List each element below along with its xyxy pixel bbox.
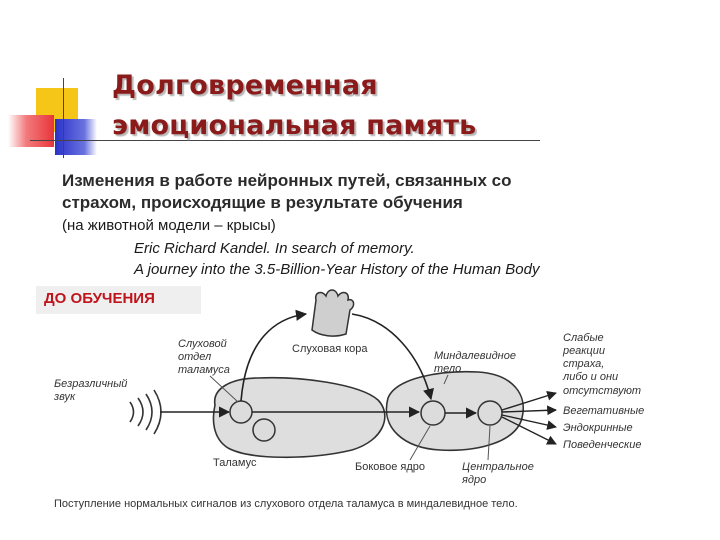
model-note: (на животной модели – крысы)	[62, 217, 276, 234]
reference-line-2: A journey into the 3.5-Billion-Year Hist…	[134, 261, 540, 278]
label-behavioral: Поведенческие	[563, 439, 641, 451]
label-thalamus: Таламус	[213, 457, 257, 469]
leader-amygdala	[443, 374, 449, 385]
sound-waves-icon	[129, 389, 162, 435]
label-central-nucleus-2: ядро	[461, 474, 486, 486]
arrow-output-weak	[501, 390, 557, 411]
label-amygdala-1: Миндалевидное	[434, 350, 516, 362]
reference-line-1: Eric Richard Kandel. In search of memory…	[134, 240, 415, 257]
arrow-output-endocrine	[501, 414, 557, 430]
lateral-nucleus	[420, 400, 446, 426]
label-auditory-thalamus-1: Слуховой	[178, 338, 227, 350]
stage-badge-label: ДО ОБУЧЕНИЯ	[44, 290, 155, 307]
amygdala-shape	[385, 370, 524, 452]
label-endocrine: Эндокринные	[563, 422, 633, 434]
subtitle: Изменения в работе нейронных путей, связ…	[62, 170, 511, 214]
stage-badge: ДО ОБУЧЕНИЯ	[36, 286, 201, 314]
label-weak-reactions-4: либо и они	[562, 371, 618, 383]
label-autonomic: Вегетативные	[563, 405, 644, 417]
diagram-caption: Поступление нормальных сигналов из слухо…	[54, 498, 518, 510]
label-neutral-sound-1: Безразличный	[54, 378, 127, 390]
leader-lateral-nucleus	[409, 425, 431, 461]
decor-red-square	[8, 115, 54, 147]
decor-blue-square	[55, 119, 97, 155]
label-lateral-nucleus: Боковое ядро	[355, 461, 425, 473]
auditory-cortex-shape	[311, 289, 355, 337]
title-line-2: эмоциональная память	[112, 110, 477, 141]
subtitle-line-2: страхом, происходящие в результате обуче…	[62, 193, 463, 212]
title-line-1: Долговременная	[112, 70, 378, 101]
arrow-output-behavioral	[501, 416, 557, 445]
label-central-nucleus-1: Центральное	[462, 461, 534, 473]
label-weak-reactions-3: страха,	[563, 358, 604, 370]
central-nucleus	[477, 400, 503, 426]
page-title: Долговременная эмоциональная память	[112, 66, 476, 146]
subtitle-line-1: Изменения в работе нейронных путей, связ…	[62, 171, 512, 190]
leader-central-nucleus	[487, 425, 491, 461]
decor-horizontal-line	[30, 140, 540, 141]
label-weak-reactions-2: реакции	[562, 345, 605, 357]
label-auditory-thalamus-2: отдел	[178, 351, 211, 363]
arrow-output-autonomic	[501, 405, 557, 416]
label-amygdala-2: тело	[434, 363, 461, 375]
arrow-thalamus-to-cortex	[240, 309, 308, 402]
label-auditory-thalamus-3: таламуса	[178, 364, 230, 376]
label-weak-reactions-1: Слабые	[563, 332, 604, 344]
label-auditory-cortex: Слуховая кора	[292, 343, 368, 355]
label-weak-reactions-5: отсутствуют	[563, 385, 641, 397]
reference: Eric Richard Kandel. In search of memory…	[134, 238, 539, 280]
arrow-cortex-to-amygdala	[351, 313, 434, 401]
leader-auditory-thalamus	[209, 375, 239, 403]
thalamus-nucleus-2	[252, 418, 276, 442]
label-neutral-sound-2: звук	[53, 391, 76, 403]
auditory-thalamus-nucleus	[229, 400, 253, 424]
decor-vertical-line	[63, 78, 64, 158]
